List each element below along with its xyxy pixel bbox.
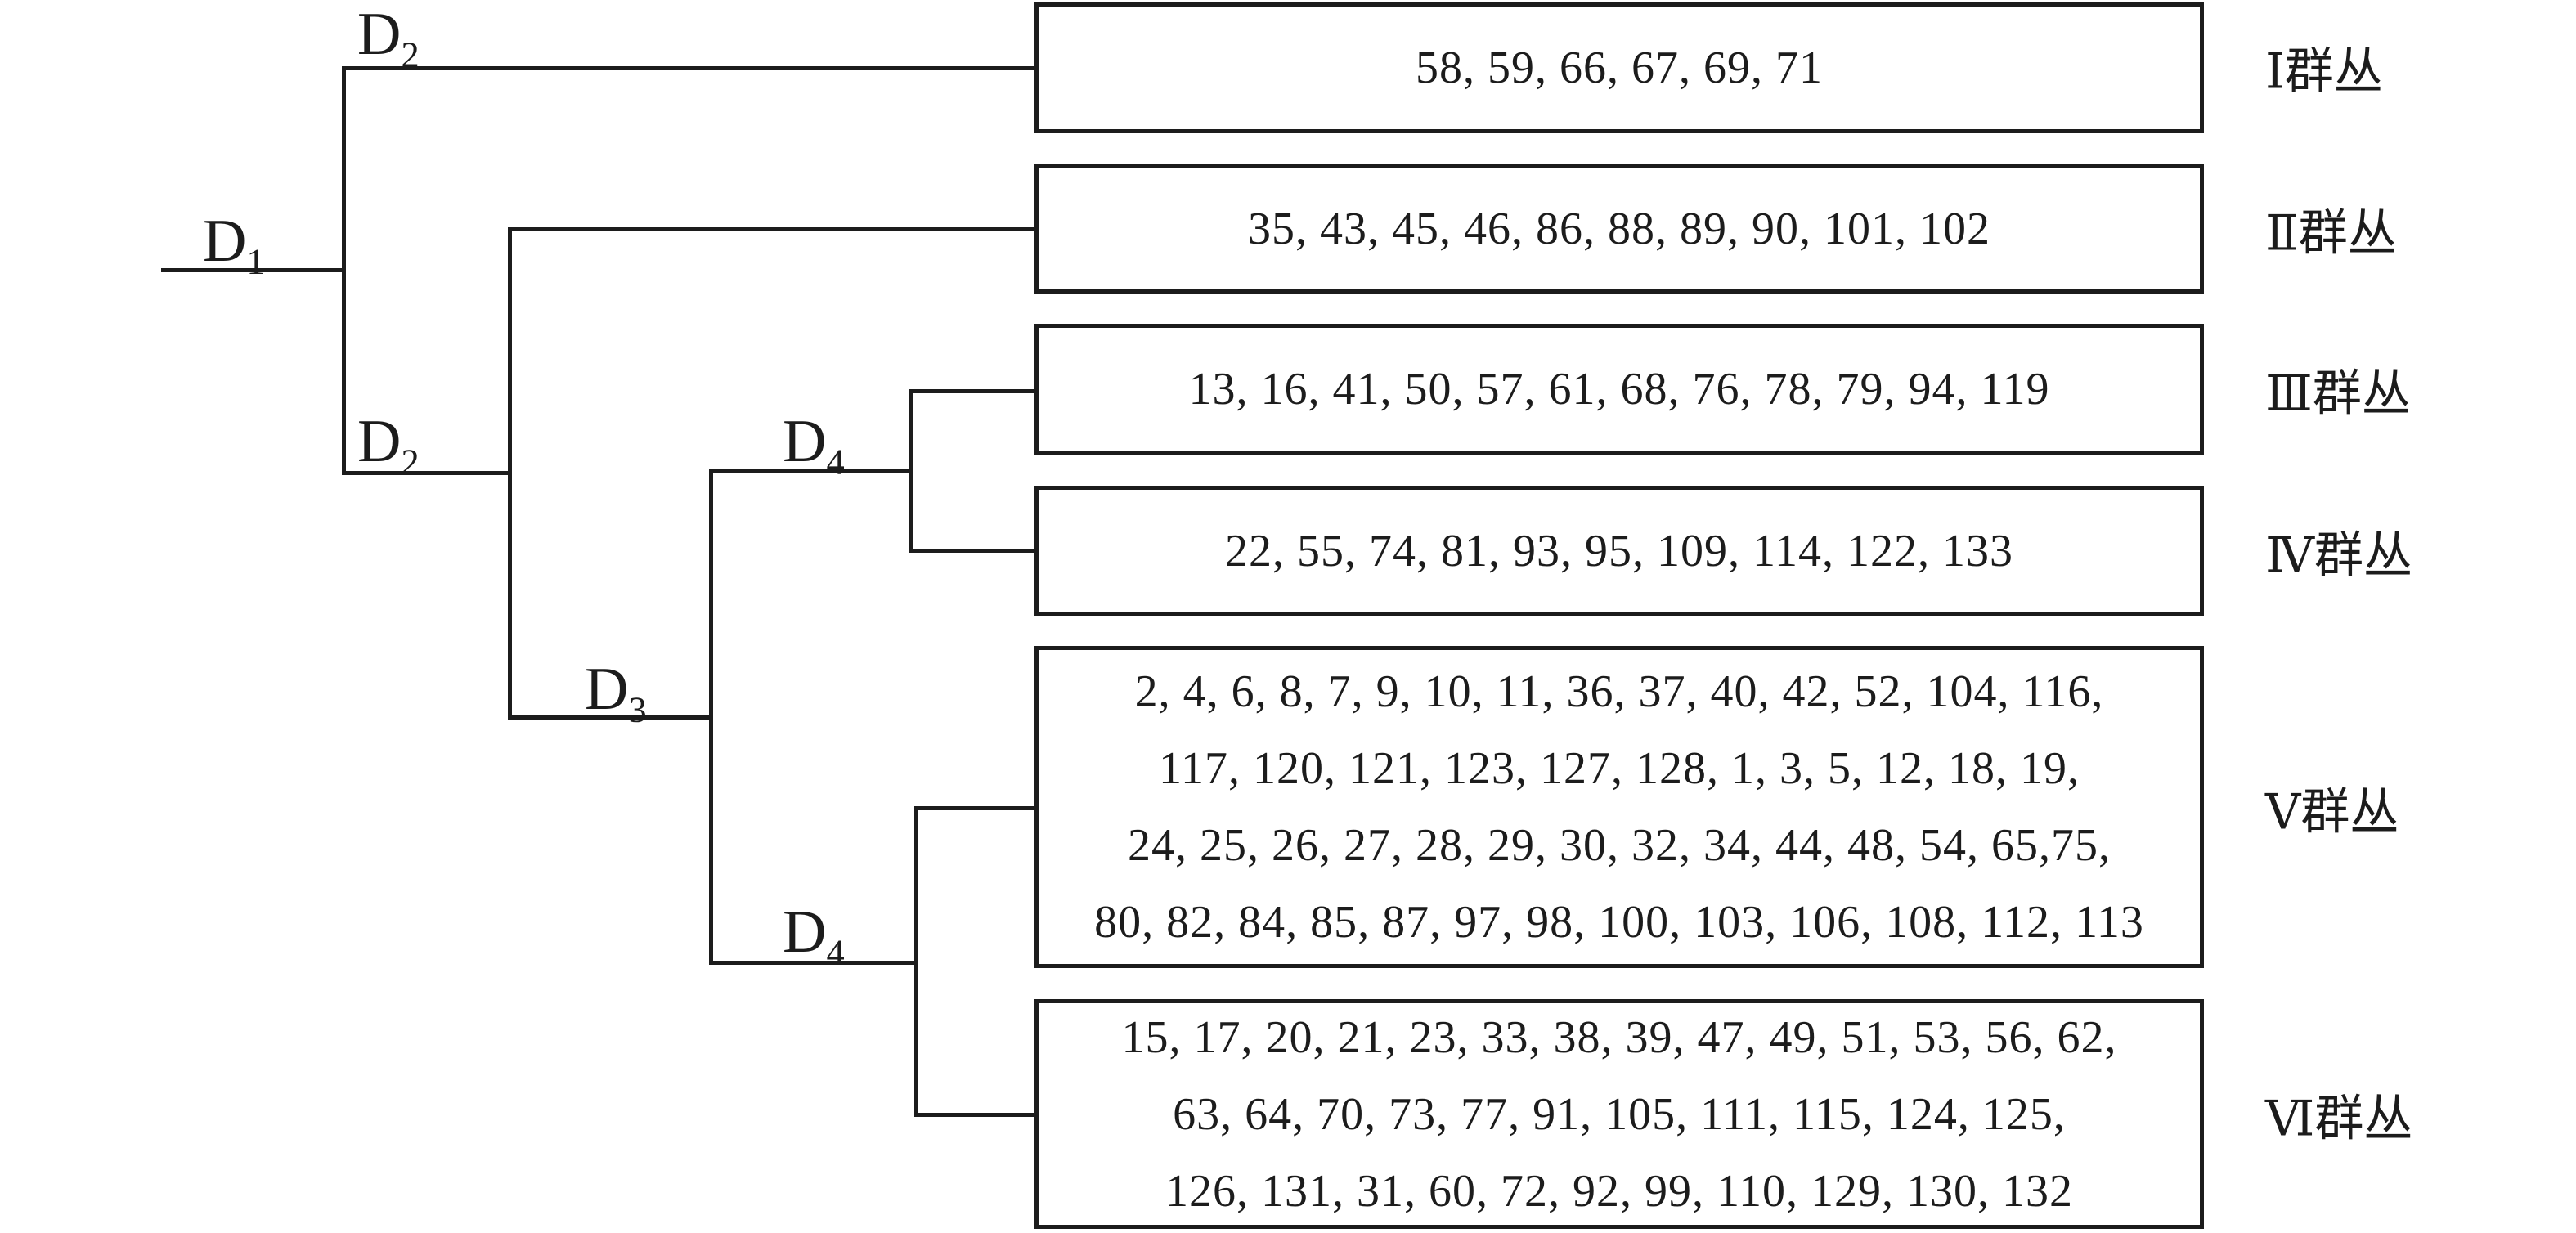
edge-to-cluster4 — [909, 549, 1034, 553]
cluster2-label: Ⅱ群丛 — [2265, 204, 2397, 262]
cluster6-box: 15, 17, 20, 21, 23, 33, 38, 39, 47, 49, … — [1034, 999, 2204, 1229]
cluster1-box: 58, 59, 66, 67, 69, 71 — [1034, 2, 2204, 133]
edge-d1 — [161, 268, 346, 272]
node-label-d4-bottom: D4 — [783, 899, 845, 973]
edge-to-cluster5 — [914, 806, 1034, 810]
trunk-v4 — [909, 389, 913, 553]
cluster2-members: 35, 43, 45, 46, 86, 88, 89, 90, 101, 102 — [1248, 204, 1990, 254]
edge-to-cluster2 — [508, 227, 1034, 231]
cluster5-label: Ⅴ群丛 — [2265, 783, 2399, 841]
cluster1-members: 58, 59, 66, 67, 69, 71 — [1416, 43, 1823, 93]
trunk-v1 — [342, 66, 346, 475]
edge-to-cluster6 — [914, 1113, 1034, 1117]
edge-d4-top — [709, 469, 913, 473]
cluster2-box: 35, 43, 45, 46, 86, 88, 89, 90, 101, 102 — [1034, 164, 2204, 294]
trunk-v5 — [914, 806, 918, 1117]
cluster5-box: 2, 4, 6, 8, 7, 9, 10, 11, 36, 37, 40, 42… — [1034, 646, 2204, 968]
cluster3-label: Ⅲ群丛 — [2265, 365, 2411, 423]
node-label-d2-bottom: D2 — [357, 408, 420, 482]
edge-d2-top-to-cluster1 — [342, 66, 1034, 70]
node-label-d3: D3 — [585, 656, 647, 730]
node-label-d1: D1 — [203, 208, 265, 282]
edge-d4-bottom — [709, 961, 918, 965]
cluster3-members: 13, 16, 41, 50, 57, 61, 68, 76, 78, 79, … — [1188, 364, 2050, 415]
cluster5-members: 2, 4, 6, 8, 7, 9, 10, 11, 36, 37, 40, 42… — [1094, 666, 2144, 948]
cluster4-label: Ⅳ群丛 — [2265, 527, 2412, 585]
cluster6-members: 15, 17, 20, 21, 23, 33, 38, 39, 47, 49, … — [1121, 1011, 2117, 1217]
edge-d3 — [508, 715, 713, 720]
cluster3-box: 13, 16, 41, 50, 57, 61, 68, 76, 78, 79, … — [1034, 324, 2204, 455]
cluster4-box: 22, 55, 74, 81, 93, 95, 109, 114, 122, 1… — [1034, 486, 2204, 616]
edge-d2-bottom — [342, 471, 512, 475]
cluster1-label: Ⅰ群丛 — [2265, 43, 2383, 101]
cluster4-members: 22, 55, 74, 81, 93, 95, 109, 114, 122, 1… — [1225, 526, 2013, 576]
edge-to-cluster3 — [909, 389, 1034, 393]
node-label-d4-top: D4 — [783, 408, 845, 482]
trunk-v2 — [508, 227, 512, 720]
node-label-d2-top: D2 — [357, 1, 420, 75]
cluster6-label: Ⅵ群丛 — [2265, 1090, 2413, 1148]
trunk-v3 — [709, 469, 713, 965]
